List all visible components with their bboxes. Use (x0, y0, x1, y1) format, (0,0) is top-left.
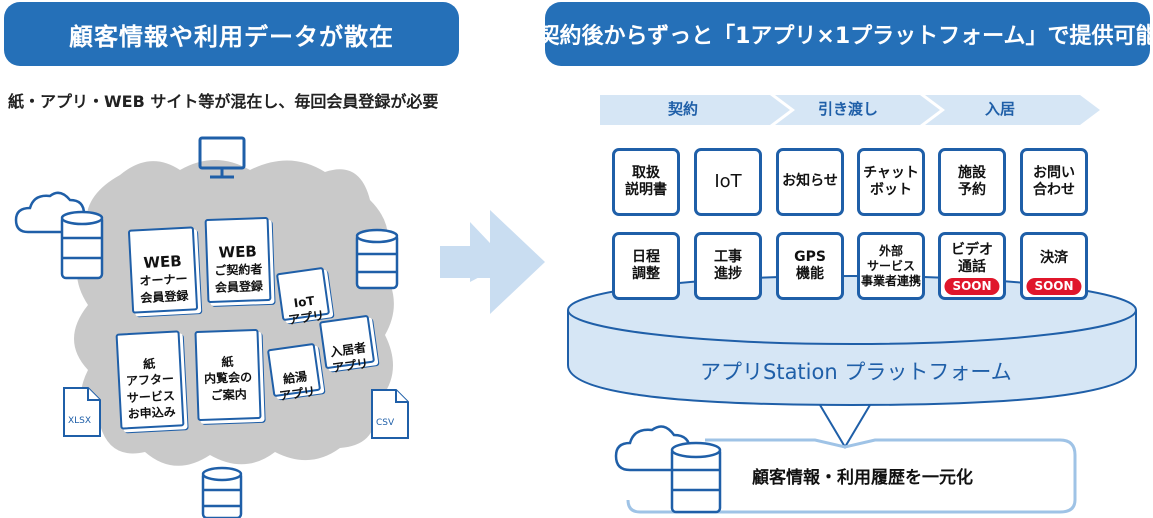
xlsx-file-label: XLSX (68, 416, 92, 426)
doc-text: ご契約者 会員登録 (214, 262, 264, 295)
doc-resident-app: 入居者アプリ (318, 314, 376, 376)
database-icon-left (60, 210, 104, 280)
tile-manual: 取扱 説明書 (612, 148, 680, 216)
tile-construction-progress: 工事 進捗 (694, 232, 762, 300)
left-header-text: 顧客情報や利用データが散在 (69, 22, 394, 51)
phase-move-in: 入居 (985, 100, 1016, 118)
tile-payment: 決済 SOON (1020, 232, 1088, 300)
database-icon-right (355, 228, 399, 290)
soon-badge: SOON (944, 278, 1000, 295)
tile-notice: お知らせ (776, 148, 844, 216)
left-subtitle: 紙・アプリ・WEB サイト等が混在し、毎回会員登録が必要 (8, 92, 439, 111)
phase-contract: 契約 (668, 100, 699, 118)
platform-label: アプリStation プラットフォーム (700, 360, 1012, 384)
monitor-icon (198, 136, 246, 179)
database-icon-bottom-right (670, 441, 722, 514)
right-header-text: 契約後からずっと「1アプリ×1プラットフォーム」で提供可能 (537, 24, 1153, 49)
tile-label: ビデオ 通話 (951, 241, 993, 276)
doc-title: 給湯 (282, 369, 308, 387)
tile-video-call: ビデオ 通話 SOON (938, 232, 1006, 300)
tile-external-services: 外部 サービス 事業者連携 (857, 232, 925, 300)
doc-title: WEB (143, 252, 183, 273)
doc-paper-after-service: 紙アフター サービス お申込み (115, 330, 185, 430)
funnel-connector (819, 404, 871, 449)
csv-file-label: CSV (376, 418, 395, 428)
doc-text: アフター サービス お申込み (125, 372, 177, 421)
tile-label: 決済 (1040, 250, 1068, 267)
tile-facility-booking: 施設 予約 (938, 148, 1006, 216)
xlsx-file-icon (63, 387, 101, 437)
doc-title: 紙 (142, 356, 156, 372)
right-header-banner: 契約後からずっと「1アプリ×1プラットフォーム」で提供可能 (538, 2, 1153, 66)
tile-gps: GPS 機能 (776, 232, 844, 300)
doc-text: 内覧会の ご案内 (203, 370, 253, 403)
doc-hot-water-app: 給湯アプリ (266, 342, 322, 404)
csv-file-icon (371, 389, 409, 439)
tile-chatbot: チャット ボット (857, 148, 925, 216)
unify-box (626, 438, 1077, 514)
phase-chevron-band (600, 95, 1100, 125)
tile-inquiry: お問い 合わせ (1020, 148, 1088, 216)
doc-title: 紙 (221, 354, 234, 370)
doc-title: IoT (292, 293, 316, 311)
database-icon-bottom (201, 466, 243, 518)
doc-text: オーナー 会員登録 (139, 272, 189, 305)
left-header-banner: 顧客情報や利用データが散在 (4, 2, 459, 66)
phase-handover: 引き渡し (818, 100, 879, 118)
tile-iot: IoT (694, 148, 762, 216)
soon-badge: SOON (1026, 278, 1082, 295)
unify-label: 顧客情報・利用履歴を一元化 (752, 468, 973, 488)
doc-title: WEB (218, 242, 258, 262)
doc-paper-preview-guide: 紙内覧会の ご案内 (194, 328, 262, 422)
tile-schedule: 日程 調整 (612, 232, 680, 300)
